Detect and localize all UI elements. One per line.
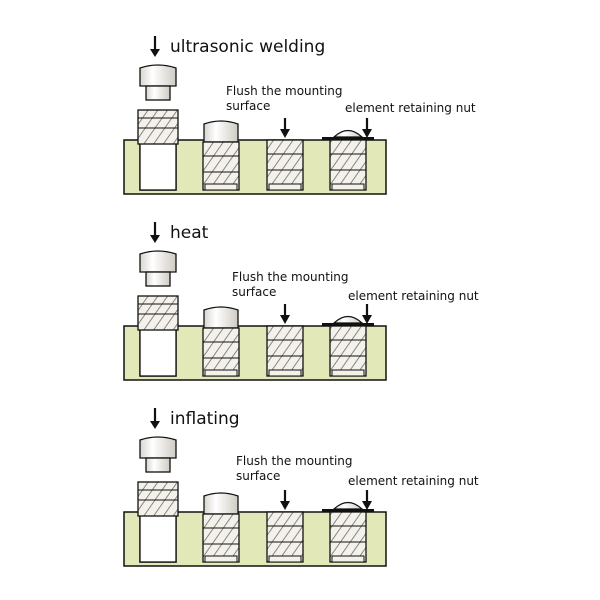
nut-label: element retaining nut [348, 474, 479, 488]
insert-with-nut [322, 118, 374, 191]
insert-with-nut [322, 490, 374, 563]
flush-label: Flush the mounting [236, 454, 353, 468]
flush-arrow-icon [280, 304, 290, 324]
insert-flush [266, 490, 304, 563]
flush-arrow-icon [280, 118, 290, 138]
welding-horn [139, 64, 177, 101]
base-block [123, 139, 387, 195]
insert-flush [266, 118, 304, 191]
nut-label: element retaining nut [348, 289, 479, 303]
insert-pressing [202, 492, 240, 563]
down-arrow-icon [150, 408, 160, 429]
down-arrow-icon [150, 222, 160, 243]
nut-arrow-icon [362, 490, 372, 510]
flush-label: Flush the mounting [226, 84, 343, 98]
down-arrow-icon [150, 36, 160, 57]
base-block [123, 325, 387, 381]
insert-pressing [202, 120, 240, 191]
base-block [123, 511, 387, 567]
nut-arrow-icon [362, 304, 372, 324]
insert-flush [266, 304, 304, 377]
nut-arrow-icon [362, 118, 372, 138]
insert-positioned [137, 109, 179, 145]
panel-title: heat [170, 223, 209, 243]
panel-title: ultrasonic welding [170, 37, 325, 57]
insert-positioned [137, 481, 179, 517]
insert-positioned [137, 295, 179, 331]
panel-ultrasonic-welding: ultrasonic welding [123, 36, 476, 195]
panel-heat: heat [123, 222, 479, 381]
flush-arrow-icon [280, 490, 290, 510]
insert-with-nut [322, 304, 374, 377]
flush-label-line2: surface [226, 99, 270, 113]
pressing-tool [139, 436, 177, 473]
panel-title: inflating [170, 409, 240, 429]
flush-label: Flush the mounting [232, 270, 349, 284]
nut-label: element retaining nut [345, 101, 476, 115]
panel-inflating: inflating [123, 408, 479, 567]
heating-tool [139, 250, 177, 287]
flush-label-line2: surface [232, 285, 276, 299]
flush-label-line2: surface [236, 469, 280, 483]
insert-pressing [202, 306, 240, 377]
